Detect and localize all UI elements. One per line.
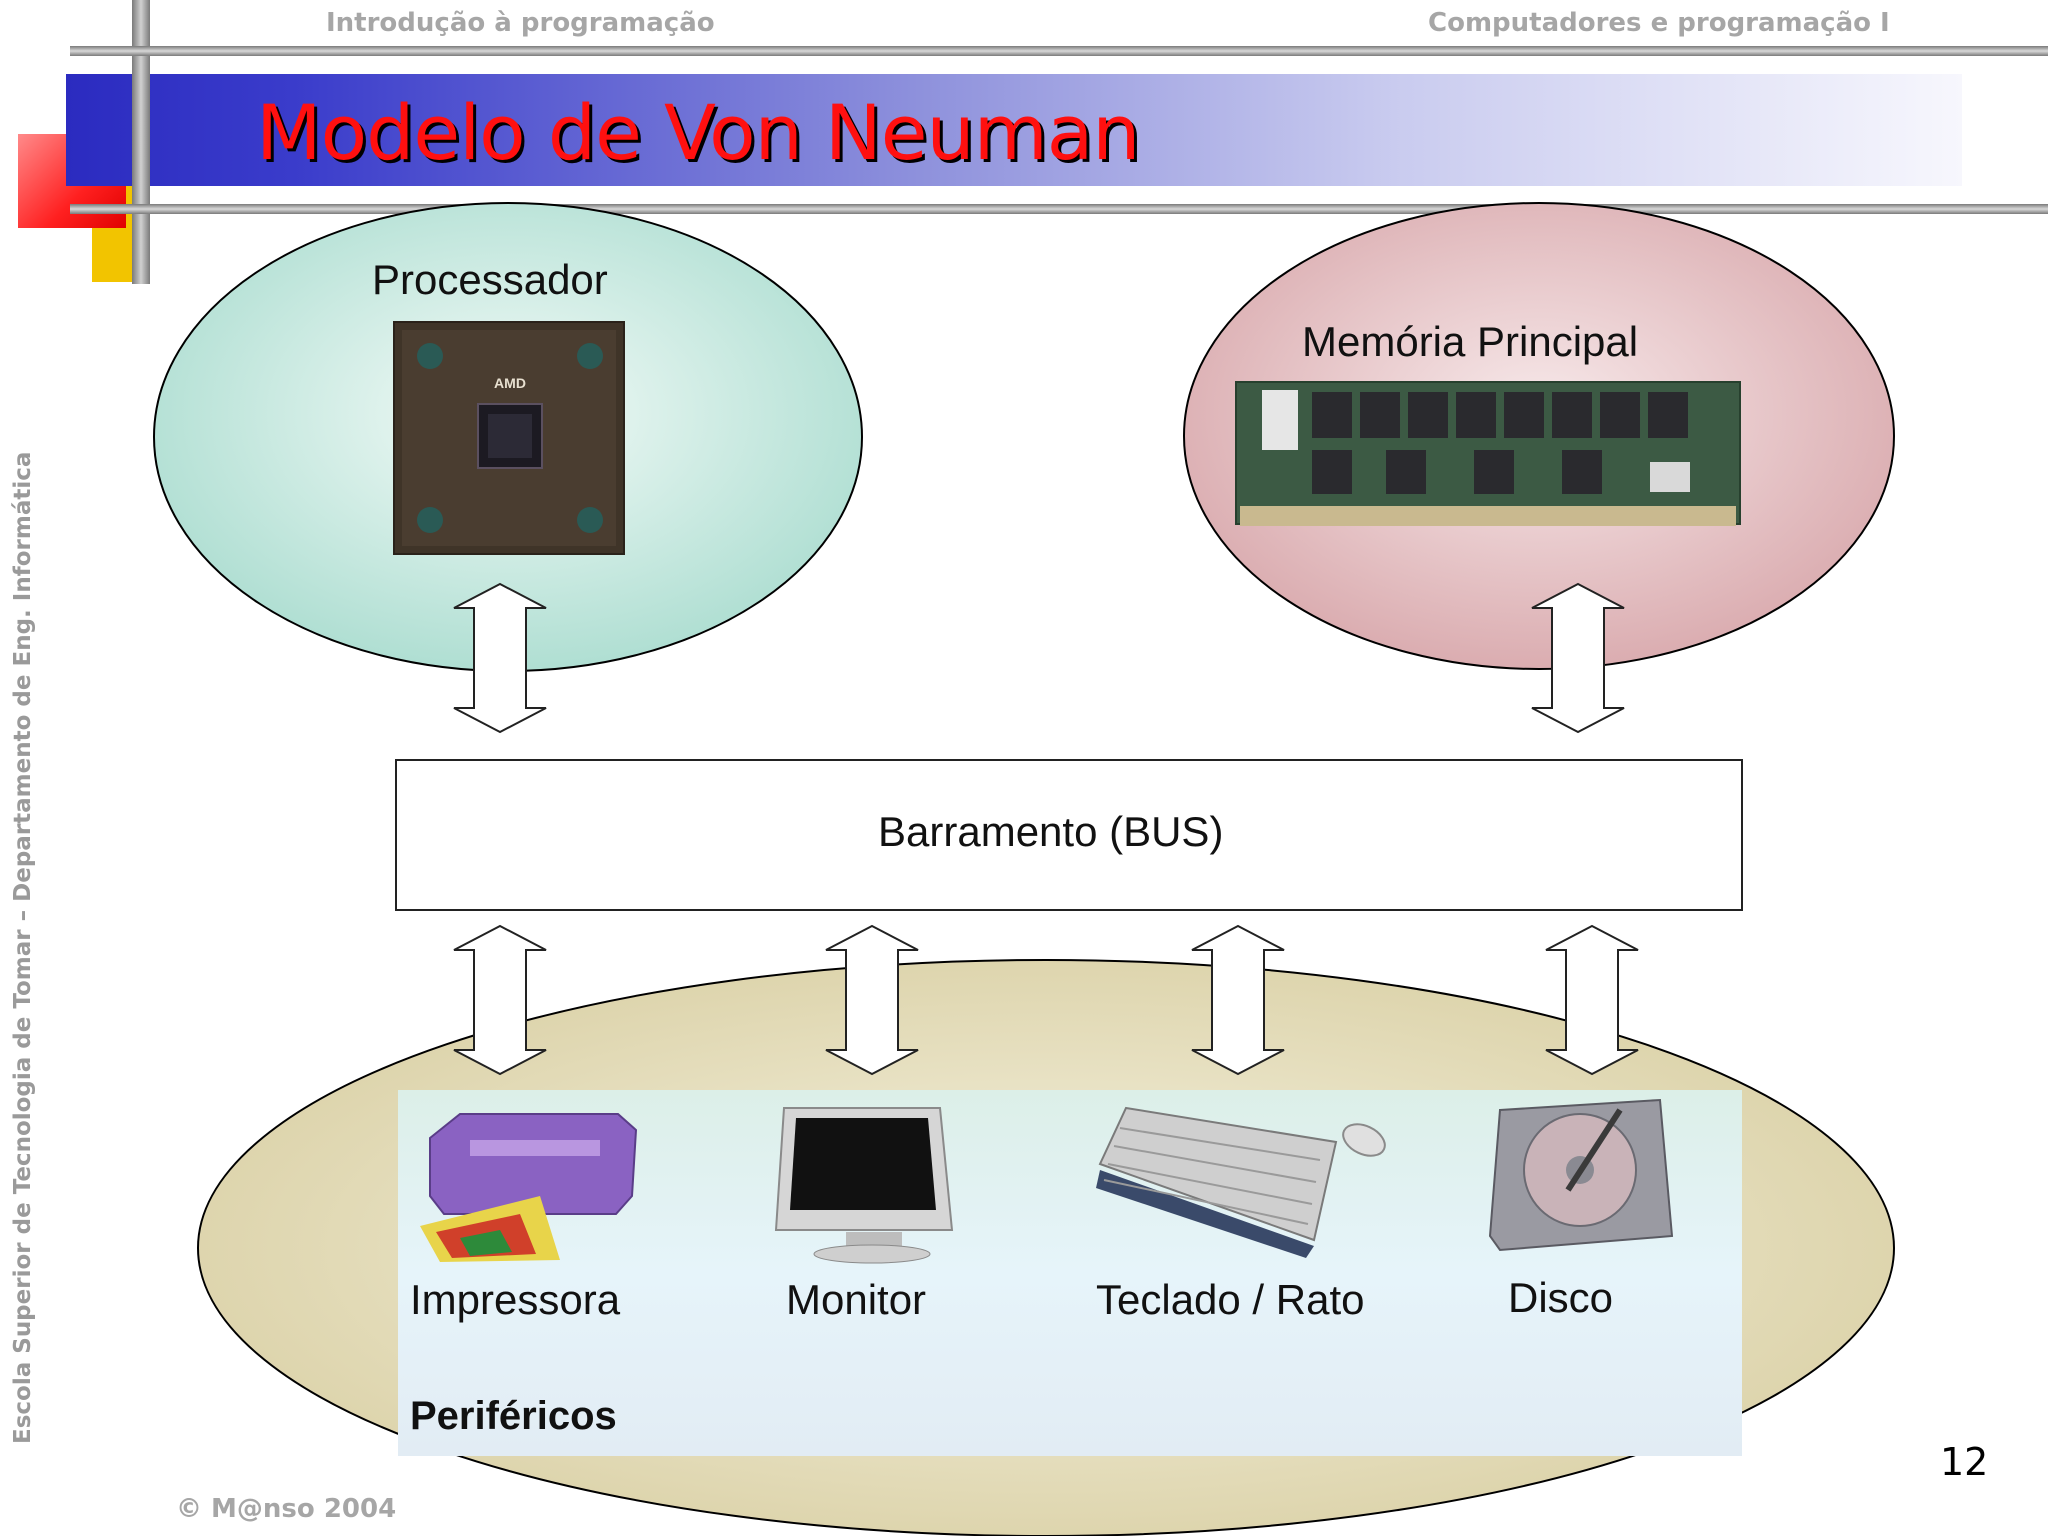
- monitor-icon: [774, 1107, 954, 1264]
- memory-label: Memória Principal: [1302, 318, 1639, 365]
- peripherals-group-label: Periféricos: [410, 1394, 617, 1438]
- ram-module-icon: [1235, 381, 1741, 526]
- arrow-bus-monitor: [825, 924, 919, 1076]
- header-rule: [70, 46, 2048, 56]
- printer-icon: [420, 1113, 638, 1262]
- title-bar: [66, 74, 1962, 186]
- cpu-chip-icon: AMD: [393, 321, 625, 555]
- peripheral-label-keyboard-mouse: Teclado / Rato: [1096, 1276, 1365, 1323]
- arrow-bus-printer: [453, 924, 547, 1076]
- header-right-text: Computadores e programação I: [1428, 8, 1890, 38]
- arrow-processor-bus: [453, 582, 547, 734]
- header-left-text: Introdução à programação: [326, 8, 715, 38]
- cpu-chip-brand: AMD: [494, 375, 526, 391]
- keyboard-mouse-icon: [1096, 1106, 1386, 1258]
- arrow-bus-keyboard: [1191, 924, 1285, 1076]
- processor-label: Processador: [372, 256, 608, 303]
- bus-label: Barramento (BUS): [878, 808, 1224, 855]
- slide-title: Modelo de Von Neuman: [256, 88, 1140, 177]
- bus-box: [395, 759, 1743, 911]
- page-number: 12: [1940, 1440, 1989, 1484]
- arrow-memory-bus: [1531, 582, 1625, 734]
- peripheral-label-monitor: Monitor: [786, 1276, 927, 1323]
- title-rule: [70, 204, 2048, 214]
- footer-copyright: © M@nso 2004: [176, 1494, 397, 1524]
- peripheral-label-disk: Disco: [1508, 1274, 1614, 1321]
- peripheral-label-printer: Impressora: [410, 1276, 621, 1323]
- arrow-bus-disk: [1545, 924, 1639, 1076]
- hard-disk-icon: [1488, 1098, 1674, 1252]
